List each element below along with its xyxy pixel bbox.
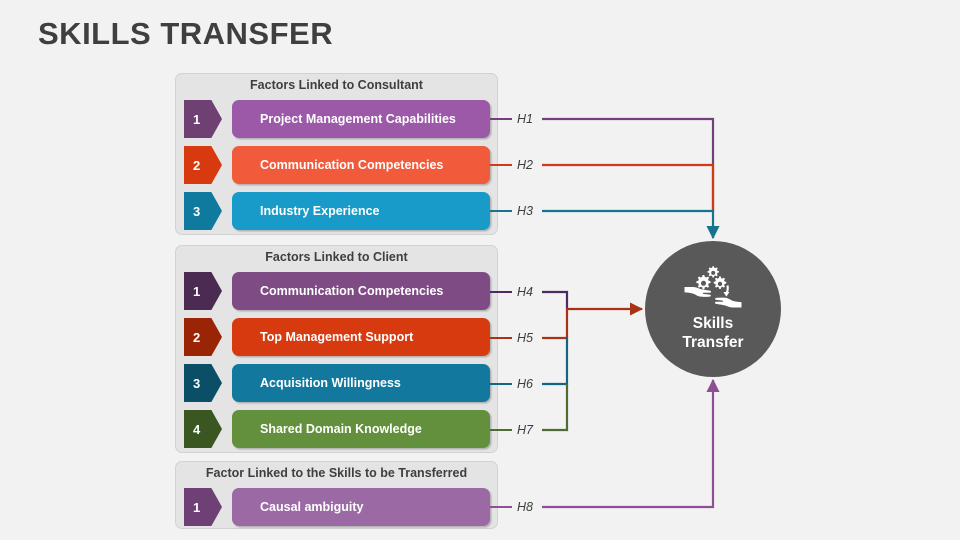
factor-bar[interactable]: Communication Competencies — [232, 272, 490, 310]
factor-bar[interactable]: Shared Domain Knowledge — [232, 410, 490, 448]
factor-label: Industry Experience — [260, 204, 380, 218]
hypothesis-label-h7: H7 — [517, 423, 533, 437]
factor-row[interactable]: 1 Causal ambiguity — [184, 488, 490, 526]
connector-h7-main — [542, 384, 569, 432]
factor-number-badge: 3 — [184, 364, 222, 402]
hub-label-line2: Transfer — [682, 334, 744, 351]
factor-row[interactable]: 1 Project Management Capabilities — [184, 100, 490, 138]
connector-h3-main — [542, 209, 720, 240]
factor-number: 3 — [193, 203, 201, 219]
page-title: SKILLS TRANSFER — [38, 16, 334, 51]
hands-gears-icon — [684, 266, 742, 308]
factor-number-badge: 1 — [184, 100, 222, 138]
connector-h5-main — [542, 302, 644, 340]
factor-bar[interactable]: Top Management Support — [232, 318, 490, 356]
connector-h1-main — [542, 117, 715, 211]
factor-number-badge: 2 — [184, 146, 222, 184]
group-title-skills: Factor Linked to the Skills to be Transf… — [205, 466, 468, 480]
factor-label: Communication Competencies — [260, 158, 444, 172]
group-title-client: Factors Linked to Client — [265, 250, 408, 264]
factor-bar[interactable]: Project Management Capabilities — [232, 100, 490, 138]
factor-number: 1 — [193, 499, 201, 515]
factor-number: 1 — [193, 111, 201, 127]
hub-label: Skills Transfer — [682, 314, 743, 352]
factor-number-badge: 4 — [184, 410, 222, 448]
factor-number: 2 — [193, 329, 201, 345]
hypothesis-label-h4: H4 — [517, 285, 533, 299]
factor-bar[interactable]: Industry Experience — [232, 192, 490, 230]
hypothesis-label-h3: H3 — [517, 204, 533, 218]
factor-label: Top Management Support — [260, 330, 414, 344]
factor-bar[interactable]: Causal ambiguity — [232, 488, 490, 526]
factor-row[interactable]: 1 Communication Competencies — [184, 272, 490, 310]
hypothesis-label-h2: H2 — [517, 158, 533, 172]
factor-row[interactable]: 4 Shared Domain Knowledge — [184, 410, 490, 448]
factor-number: 3 — [193, 375, 201, 391]
factor-row[interactable]: 2 Communication Competencies — [184, 146, 490, 184]
factor-row[interactable]: 3 Acquisition Willingness — [184, 364, 490, 402]
factor-number: 1 — [193, 283, 201, 299]
factor-number-badge: 1 — [184, 272, 222, 310]
factor-row[interactable]: 3 Industry Experience — [184, 192, 490, 230]
factor-number: 4 — [193, 421, 201, 437]
factor-number-badge: 1 — [184, 488, 222, 526]
factor-bar[interactable]: Acquisition Willingness — [232, 364, 490, 402]
hypothesis-label-h6: H6 — [517, 377, 533, 391]
hypothesis-label-h1: H1 — [517, 112, 533, 126]
skills-transfer-hub[interactable]: Skills Transfer — [645, 241, 781, 377]
factor-label: Communication Competencies — [260, 284, 444, 298]
group-title-consultant: Factors Linked to Consultant — [250, 78, 423, 92]
connector-h2-main — [542, 163, 715, 211]
connector-h6-main — [542, 338, 569, 386]
hub-label-line1: Skills — [692, 315, 734, 332]
factor-number-badge: 3 — [184, 192, 222, 230]
factor-label: Project Management Capabilities — [260, 112, 456, 126]
factor-number: 2 — [193, 157, 201, 173]
hypothesis-label-h5: H5 — [517, 331, 533, 345]
connector-h8-main — [542, 378, 720, 509]
factor-label: Acquisition Willingness — [260, 376, 401, 390]
factor-label: Shared Domain Knowledge — [260, 422, 422, 436]
connector-h4-main — [542, 290, 569, 309]
hypothesis-label-h8: H8 — [517, 500, 533, 514]
factor-number-badge: 2 — [184, 318, 222, 356]
factor-row[interactable]: 2 Top Management Support — [184, 318, 490, 356]
factor-bar[interactable]: Communication Competencies — [232, 146, 490, 184]
factor-label: Causal ambiguity — [260, 500, 364, 514]
